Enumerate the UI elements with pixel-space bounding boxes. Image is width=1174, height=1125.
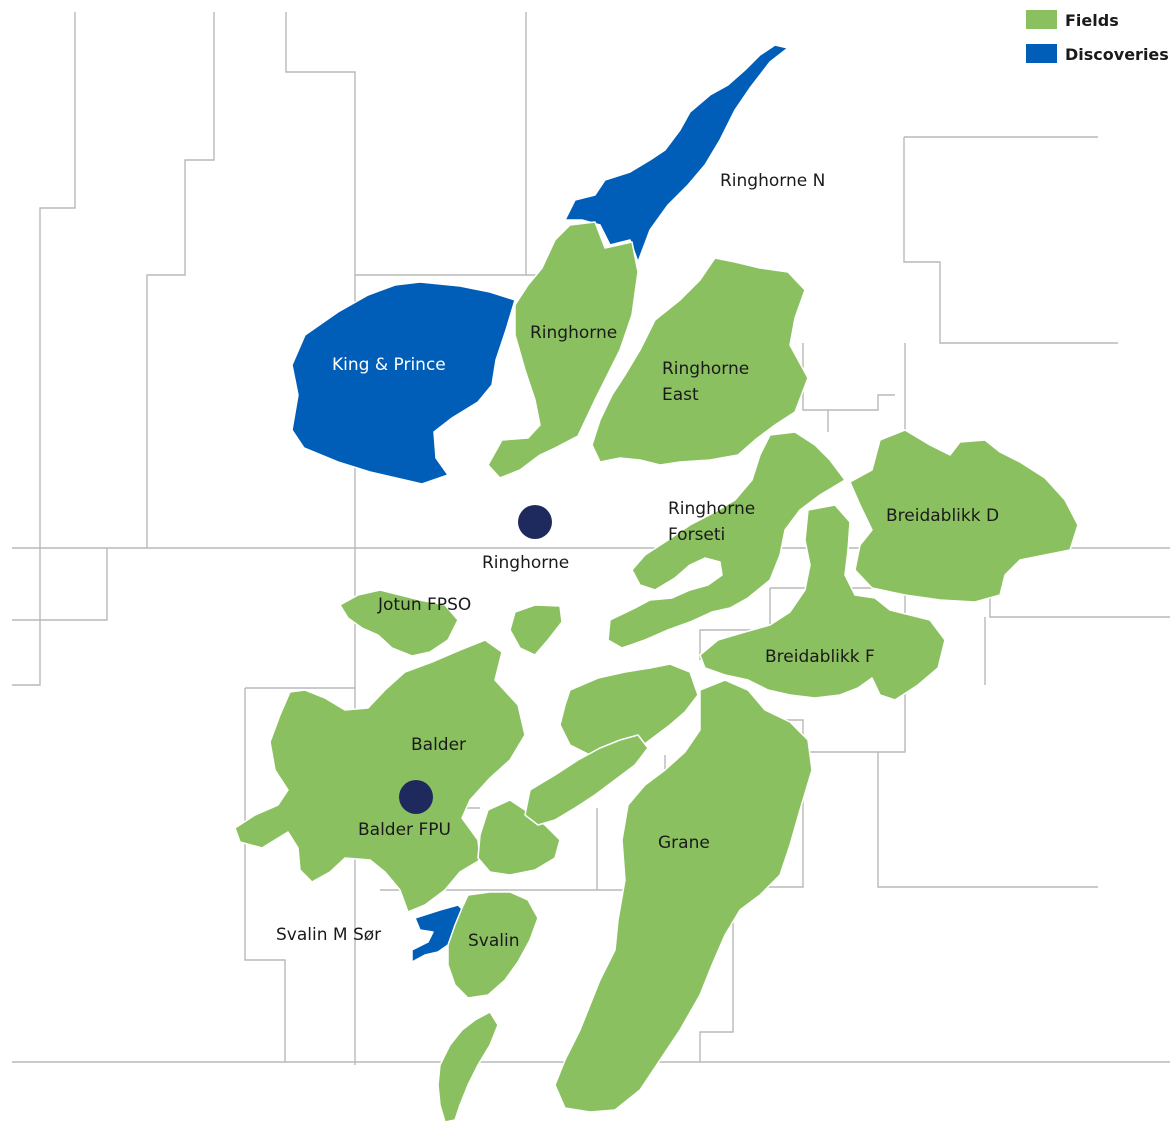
breidablikk-d-field[interactable]	[849, 429, 1079, 603]
jotun-field[interactable]	[339, 589, 459, 657]
breidablikk-f-field[interactable]	[699, 504, 946, 701]
legend-discoveries-label: Discoveries	[1065, 45, 1169, 64]
svalin-m-sor-discovery[interactable]	[411, 904, 469, 963]
ringhorne-forseti-label-line1: Ringhorne	[668, 499, 755, 519]
south-field[interactable]	[437, 1011, 499, 1123]
legend-fields-label: Fields	[1065, 11, 1119, 30]
king-and-prince-label: King & Prince	[332, 355, 446, 375]
ringhorne-platform-marker[interactable]	[518, 505, 552, 539]
legend-discoveries-swatch	[1026, 44, 1057, 63]
svalin-label: Svalin	[468, 931, 520, 951]
balder-fpu-marker[interactable]	[399, 780, 433, 814]
balder-field[interactable]	[234, 639, 526, 913]
legend-fields-swatch	[1026, 10, 1057, 29]
breidablikk-f-label: Breidablikk F	[765, 647, 875, 667]
ringhorne-label: Ringhorne	[530, 323, 617, 343]
ringhorne-east-label-line2: East	[662, 385, 699, 405]
ringhorne-forseti-label-line2: Forseti	[668, 525, 725, 545]
ringhorne-n-label: Ringhorne N	[720, 171, 825, 191]
svalin-field[interactable]	[447, 891, 539, 999]
grane-field[interactable]	[554, 679, 813, 1113]
jotun-field-east[interactable]	[509, 604, 563, 656]
ringhorne-forseti-field[interactable]	[607, 431, 846, 649]
ringhorne-n-discovery[interactable]	[564, 44, 789, 263]
balder-east-field[interactable]	[477, 799, 561, 876]
grane-label: Grane	[658, 833, 710, 853]
jotun-fpso-label: Jotun FPSO	[377, 595, 471, 615]
breidablikk-d-label: Breidablikk D	[886, 506, 999, 526]
ringhorne-facility-label: Ringhorne	[482, 553, 569, 573]
ringhorne-south-field[interactable]	[559, 663, 699, 761]
ringhorne-east-field[interactable]	[591, 257, 809, 466]
ringhorne-east-label-line1: Ringhorne	[662, 359, 749, 379]
legend: Fields Discoveries	[1026, 10, 1169, 64]
mid-channel-field[interactable]	[524, 734, 649, 826]
ringhorne-field[interactable]	[487, 221, 639, 479]
king-and-prince-discovery[interactable]	[291, 281, 516, 485]
svalin-m-sor-label: Svalin M Sør	[276, 925, 381, 945]
balder-label: Balder	[411, 735, 466, 755]
balder-fpu-label: Balder FPU	[358, 820, 451, 840]
